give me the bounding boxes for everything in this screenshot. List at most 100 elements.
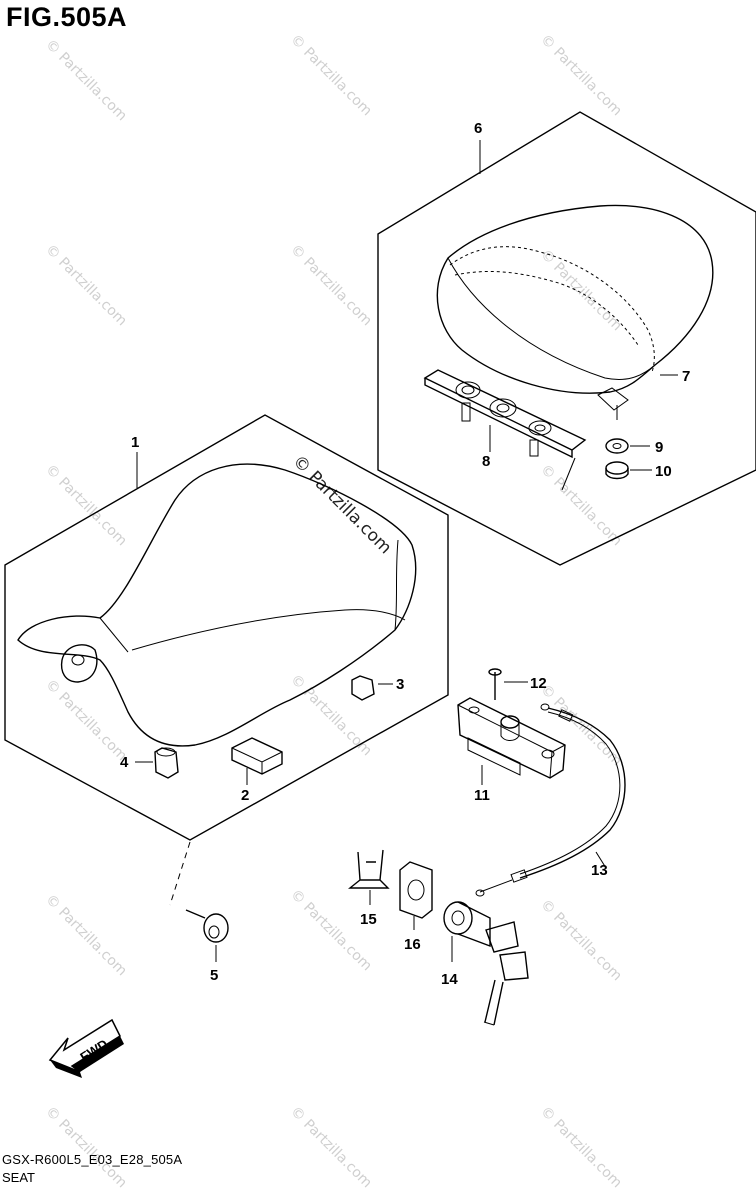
cable-end-ball: [540, 703, 550, 711]
lock-keyway: [451, 910, 465, 926]
seat-tab: [60, 644, 98, 683]
cable-end: [558, 709, 574, 722]
bracket-hole: [489, 398, 517, 418]
bolt-5-shank: [185, 909, 206, 919]
bracket-stud: [529, 439, 539, 457]
leader-13: [595, 851, 607, 869]
callout-15: 15: [360, 911, 377, 928]
pillion-seat-group: 6 7 8 9 10: [377, 111, 756, 566]
lock-body: [457, 901, 491, 948]
pad-2-edges: [231, 747, 283, 774]
seat-latch-11: [457, 697, 566, 779]
callout-1: 1: [131, 434, 139, 451]
watermark: © Partzilla.com: [287, 887, 375, 975]
bracket-hole: [528, 420, 552, 436]
key-head: [499, 951, 529, 981]
callout-8: 8: [482, 453, 490, 470]
callout-5: 5: [210, 967, 218, 984]
bracket-stud: [461, 402, 471, 422]
clip-15: [348, 849, 390, 889]
watermark: © Partzilla.com: [287, 32, 375, 120]
front-seat-line: [131, 609, 406, 651]
cable-end-ball: [475, 889, 485, 897]
callout-9: 9: [655, 439, 663, 456]
cushion-4-top: [156, 747, 176, 757]
latch-hole: [541, 749, 555, 759]
watermark: © Partzilla.com: [42, 1104, 130, 1192]
key-head: [485, 921, 519, 953]
leader-dash: [561, 457, 576, 491]
callout-11: 11: [474, 787, 490, 804]
key-tip: [483, 1021, 495, 1026]
watermark: © Partzilla.com: [287, 672, 375, 760]
front-seat-group: 1 3 4 2 5: [4, 414, 449, 984]
front-seat-line: [394, 539, 399, 631]
seat-bracket-plate: [423, 369, 587, 459]
lock-assembly: 12 11 13 15 16: [348, 668, 626, 1026]
watermark: © Partzilla.com: [287, 1104, 375, 1192]
seat-tab-hole: [71, 654, 85, 666]
callout-7: 7: [682, 368, 690, 385]
watermark: © Partzilla.com: [537, 32, 625, 120]
washer-9-hole: [612, 443, 622, 449]
figure-title: FIG.505A: [6, 2, 128, 32]
watermark-layer: © Partzilla.com © Partzilla.com © Partzi…: [42, 32, 625, 1192]
bracket-hole-inner: [496, 403, 510, 413]
watermark-center: © Partzilla.com: [288, 451, 395, 558]
leader-dash-5: [169, 841, 191, 906]
watermark: © Partzilla.com: [537, 247, 625, 335]
watermark: © Partzilla.com: [537, 462, 625, 550]
pillion-seat-edge: [447, 257, 656, 380]
key-blade: [484, 979, 504, 1026]
cable-end-rod: [479, 879, 513, 893]
callout-14: 14: [441, 971, 458, 988]
watermark: © Partzilla.com: [42, 677, 130, 765]
watermark: © Partzilla.com: [42, 892, 130, 980]
nut-10-top: [605, 461, 629, 475]
latch-edges: [457, 704, 566, 779]
pillion-seam: [449, 246, 655, 373]
callout-4: 4: [120, 754, 129, 771]
cable-end: [510, 869, 528, 883]
latch-cylinder-body: [500, 722, 520, 741]
watermark: © Partzilla.com: [42, 37, 130, 125]
bolt-5-center: [208, 925, 220, 939]
front-seat-line: [99, 617, 129, 653]
callout-3: 3: [396, 676, 404, 693]
watermark: © Partzilla.com: [537, 1104, 625, 1192]
watermark: © Partzilla.com: [42, 242, 130, 330]
pillion-hook: [597, 387, 629, 411]
watermark: © Partzilla.com: [287, 242, 375, 330]
bracket-hole: [455, 381, 481, 399]
latch-mechanism: [467, 737, 521, 776]
cable-parallel: [519, 711, 621, 875]
pad-2: [231, 737, 283, 775]
bolt-5-head: [203, 913, 229, 943]
callout-12: 12: [530, 675, 547, 692]
cover-16-hole: [407, 879, 425, 901]
group-box-6: [377, 111, 756, 566]
callout-2: 2: [241, 787, 249, 804]
cushion-3: [351, 675, 375, 701]
watermark: © Partzilla.com: [537, 897, 625, 985]
callout-10: 10: [655, 463, 672, 480]
screw-12-head: [488, 668, 502, 676]
front-seat: [17, 463, 417, 747]
pillion-seat: [436, 204, 714, 394]
fwd-arrow-icon: FWD: [48, 1018, 124, 1078]
seat-lock-cable-13: [519, 707, 626, 879]
callout-6: 6: [474, 120, 482, 137]
latch-hole: [468, 706, 480, 714]
nut-10: [605, 468, 629, 480]
group-box-1: [4, 414, 449, 841]
pillion-seam-inner: [454, 270, 639, 346]
washer-9: [605, 438, 629, 454]
bracket-hole-inner: [534, 424, 546, 432]
watermark: © Partzilla.com: [537, 682, 625, 770]
figure-code: GSX-R600L5_E03_E28_505A: [2, 1152, 183, 1167]
cover-16: [399, 861, 433, 919]
callout-16: 16: [404, 936, 421, 953]
bracket-hole-inner: [461, 385, 475, 395]
figure-name: SEAT: [2, 1170, 35, 1185]
